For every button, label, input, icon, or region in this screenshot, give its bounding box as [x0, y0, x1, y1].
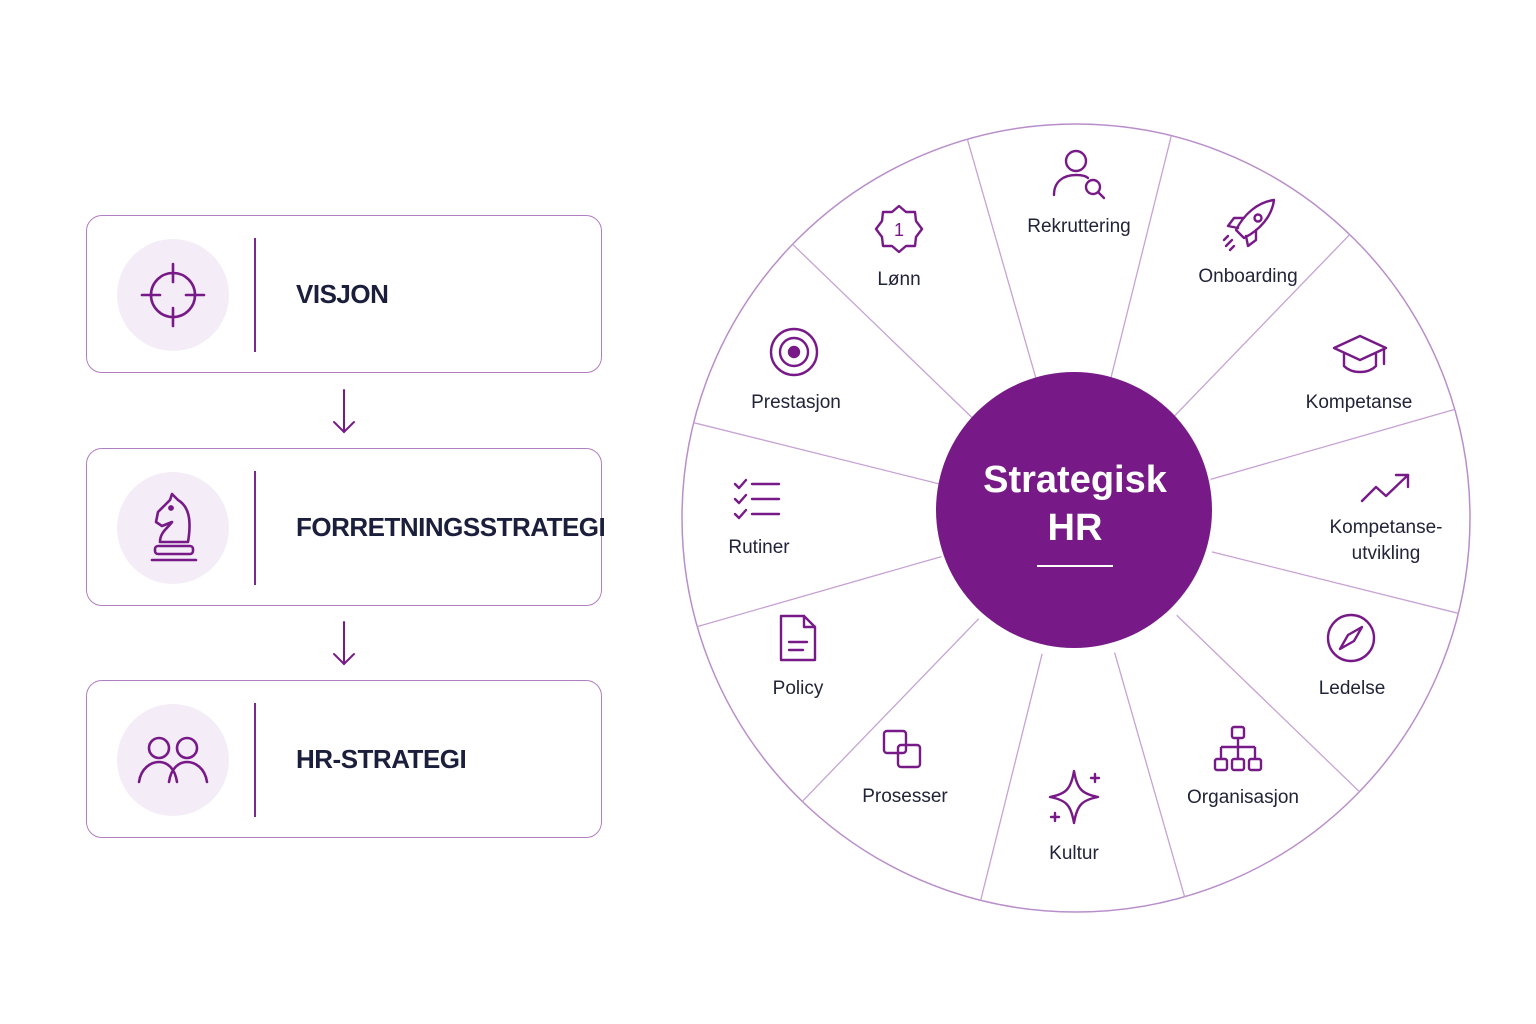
chess-knight-icon: [117, 472, 229, 584]
segment-label-lonn: Lønn: [877, 269, 920, 290]
graduation-cap-icon: [1332, 334, 1388, 374]
overlapping-squares-icon: [882, 729, 922, 769]
trend-up-icon: [1360, 473, 1410, 503]
segment-label-kompetanseutvikling-2: utvikling: [1352, 543, 1421, 564]
user-search-icon: [1052, 149, 1106, 200]
center-title-line1: Strategisk: [983, 459, 1168, 501]
people-icon: [117, 704, 229, 816]
document-icon: [779, 614, 817, 662]
level-card-hr-strategi: HR-STRATEGI: [86, 680, 602, 838]
wheel-divider-line: [980, 653, 1043, 901]
arrow-down-icon: [333, 389, 355, 434]
checklist-icon: [733, 478, 781, 520]
level-card-forretningsstrategi: FORRETNINGSSTRATEGI: [86, 448, 606, 606]
segment-label-policy: Policy: [773, 678, 824, 699]
level-card-visjon: VISJON: [86, 215, 602, 373]
wheel-divider-line: [1113, 652, 1186, 897]
level-label: VISJON: [296, 278, 389, 309]
segment-label-organisasjon: Organisasjon: [1187, 787, 1299, 808]
segment-label-kompetanse: Kompetanse: [1306, 392, 1413, 413]
wheel-divider-line: [693, 422, 941, 485]
level-divider: [254, 238, 256, 352]
wheel-divider-line: [792, 243, 976, 422]
wheel-divider-line: [1211, 551, 1459, 614]
segment-label-prosesser: Prosesser: [862, 786, 948, 807]
segment-label-kultur: Kultur: [1049, 843, 1099, 864]
sparkle-icon: [1048, 769, 1101, 825]
segment-label-onboarding: Onboarding: [1198, 266, 1297, 287]
segment-label-kompetanseutvikling-1: Kompetanse-: [1329, 517, 1442, 538]
level-divider: [254, 703, 256, 817]
org-chart-icon: [1213, 725, 1263, 772]
wheel-divider-line: [1109, 135, 1172, 383]
compass-icon: [1326, 613, 1376, 663]
rocket-icon: [1222, 198, 1276, 252]
wheel-divider-line: [966, 139, 1039, 384]
wheel-divider-line: [801, 618, 980, 802]
wheel-divider-line: [1210, 408, 1455, 481]
svg-text:1: 1: [894, 220, 904, 240]
bullseye-icon: [769, 327, 819, 377]
level-label: FORRETNINGSSTRATEGI: [296, 511, 606, 542]
wheel-divider-line: [1176, 614, 1360, 793]
segment-label-prestasjon: Prestasjon: [751, 392, 841, 413]
arrow-down-icon: [333, 621, 355, 666]
badge-number-icon: 1: [874, 204, 924, 254]
wheel-dividers: [693, 135, 1459, 901]
level-divider: [254, 471, 256, 585]
segment-label-ledelse: Ledelse: [1319, 678, 1386, 699]
wheel-divider-line: [697, 555, 942, 628]
center-hub: [936, 372, 1212, 648]
level-label: HR-STRATEGI: [296, 743, 467, 774]
center-title-line2: HR: [1048, 507, 1103, 549]
segment-label-rekruttering: Rekruttering: [1027, 216, 1131, 237]
segment-label-rutiner: Rutiner: [728, 537, 790, 558]
wheel-divider-line: [1172, 234, 1351, 418]
target-crosshair-icon: [117, 239, 229, 351]
